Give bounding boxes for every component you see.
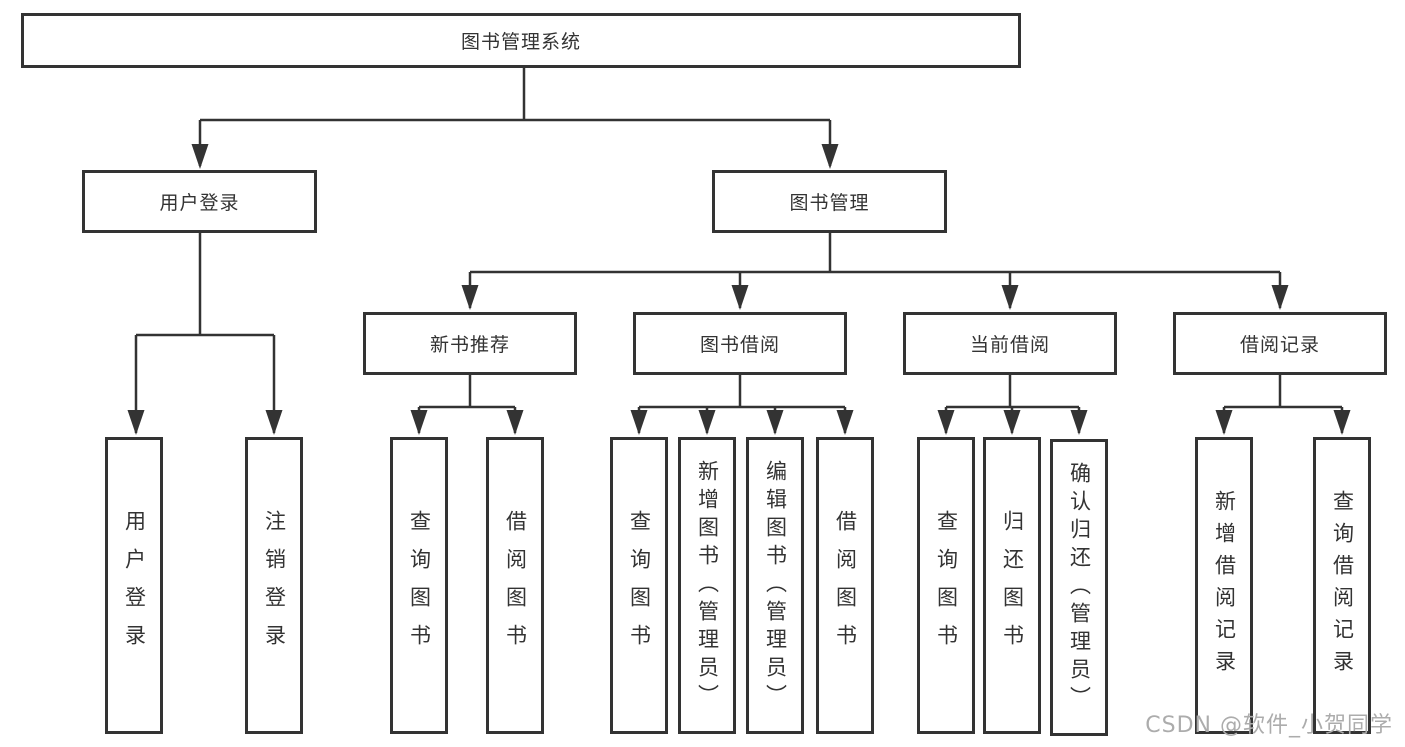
leaf-borrow-books-1-label: 借阅图书 <box>503 509 528 662</box>
leaf-query-borrow-record: 查询借阅记录 <box>1313 437 1371 734</box>
leaf-query-books-1-label: 查询图书 <box>407 509 432 662</box>
leaf-user-login: 用户登录 <box>105 437 163 734</box>
node-new-book-recommend-label: 新书推荐 <box>429 334 510 356</box>
leaf-query-books-2: 查询图书 <box>610 437 668 734</box>
leaf-confirm-return-admin-label: 确认归还（管理员） <box>1067 461 1092 714</box>
node-root-label: 图书管理系统 <box>460 31 581 53</box>
node-borrow-record: 借阅记录 <box>1173 312 1387 375</box>
leaf-query-books-2-label: 查询图书 <box>627 509 652 662</box>
leaf-query-books-1: 查询图书 <box>390 437 448 734</box>
node-book-borrow: 图书借阅 <box>633 312 847 375</box>
leaf-return-books: 归还图书 <box>983 437 1041 734</box>
node-current-borrow-label: 当前借阅 <box>969 334 1050 356</box>
leaf-confirm-return-admin: 确认归还（管理员） <box>1050 439 1108 736</box>
connector-lines <box>134 68 1344 433</box>
leaf-return-books-label: 归还图书 <box>1000 509 1025 662</box>
node-borrow-record-label: 借阅记录 <box>1239 334 1320 356</box>
node-user-login-label: 用户登录 <box>159 192 240 214</box>
node-book-management-label: 图书管理 <box>789 192 870 214</box>
leaf-user-login-label: 用户登录 <box>122 509 147 662</box>
node-book-borrow-label: 图书借阅 <box>699 334 780 356</box>
node-user-login: 用户登录 <box>82 170 317 233</box>
leaf-add-books-admin: 新增图书（管理员） <box>678 437 736 734</box>
leaf-logout-label: 注销登录 <box>262 509 287 662</box>
leaf-borrow-books-2: 借阅图书 <box>816 437 874 734</box>
leaf-borrow-books-2-label: 借阅图书 <box>833 509 858 662</box>
leaf-edit-books-admin-label: 编辑图书（管理员） <box>763 459 788 712</box>
arrowheads <box>127 144 1351 435</box>
node-new-book-recommend: 新书推荐 <box>363 312 577 375</box>
node-current-borrow: 当前借阅 <box>903 312 1117 375</box>
node-root: 图书管理系统 <box>21 13 1021 68</box>
node-book-management: 图书管理 <box>712 170 947 233</box>
leaf-query-books-3: 查询图书 <box>917 437 975 734</box>
leaf-query-borrow-record-label: 查询借阅记录 <box>1330 489 1355 682</box>
leaf-add-borrow-record: 新增借阅记录 <box>1195 437 1253 734</box>
leaf-add-books-admin-label: 新增图书（管理员） <box>695 459 720 712</box>
leaf-borrow-books-1: 借阅图书 <box>486 437 544 734</box>
leaf-edit-books-admin: 编辑图书（管理员） <box>746 437 804 734</box>
leaf-add-borrow-record-label: 新增借阅记录 <box>1212 489 1237 682</box>
leaf-query-books-3-label: 查询图书 <box>934 509 959 662</box>
leaf-logout: 注销登录 <box>245 437 303 734</box>
csdn-watermark: CSDN @软件_小贺同学 <box>1145 713 1393 738</box>
